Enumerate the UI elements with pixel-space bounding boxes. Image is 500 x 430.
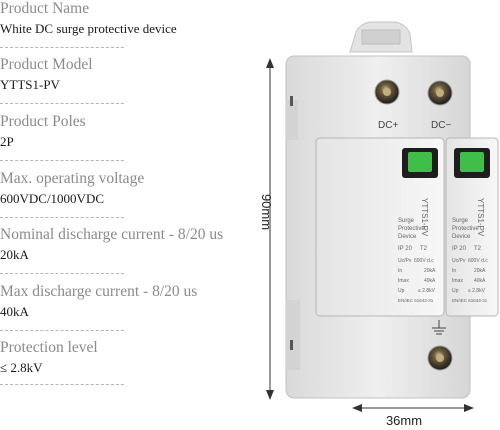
divider [0,330,124,331]
spec-value: 40kA [0,304,29,319]
spec-value: ≤ 2.8kV [0,360,43,375]
divider [0,47,124,48]
spec-value: YTTS1-PV [0,77,60,92]
module-imax-value: 40kA [474,278,486,284]
module-in-value: 20kA [424,268,436,274]
module-uc: Uc/Pv [452,258,466,264]
module-imax: Imax [452,278,463,284]
module-ip: IP 20 [398,246,413,252]
spec-value: White DC surge protective device [0,21,177,36]
status-indicator [408,152,432,172]
width-label: 36mm [386,413,422,428]
module-in-value: 20kA [474,268,486,274]
spec-label: Product Poles [0,113,86,130]
spec-label: Product Name [0,0,90,17]
module-type: T2 [474,246,482,252]
height-dimension [266,58,274,400]
spec-nominal-discharge-current: Nominal discharge current - 8/20 us 20kA [0,226,224,274]
module-up: Up [398,288,405,294]
module-standard: EN/IEC 61643-31 [452,298,488,303]
module-up-value: ≤ 2.8kV [418,288,436,294]
spec-value: 20kA [0,247,29,262]
module-brand: YTTS1-PV [476,198,485,237]
module-uc: Uc/Pv [398,258,412,264]
spec-value: 600VDC/1000VDC [0,191,105,206]
module-up-value: ≤ 2.8kV [468,288,486,294]
terminal-negative-label: DC− [431,120,451,131]
spec-product-poles: Product Poles 2P [0,113,128,161]
product-illustration: 90mm DC+ DC− YTTS1-PV Surge Protective D… [259,21,499,428]
status-indicator [460,152,484,172]
module-in: In [452,268,456,274]
spec-value: 2P [0,134,14,149]
divider [0,384,124,385]
spec-max-operating-voltage: Max. operating voltage 600VDC/1000VDC [0,170,145,218]
module-ip: IP 20 [452,246,467,252]
spec-max-discharge-current: Max discharge current - 8/20 us 40kA [0,283,198,331]
module-imax: Imax [398,278,409,284]
divider [0,160,124,161]
module-standard: EN/IEC 61643-31 [398,298,434,303]
terminal-positive-label: DC+ [378,120,398,131]
ground-icon [432,320,446,335]
spec-label: Nominal discharge current - 8/20 us [0,226,224,243]
height-label: 90mm [259,194,274,230]
width-dimension [352,404,474,412]
module-imax-value: 40kA [424,278,436,284]
surge-module: YTTS1-PV Surge Protective Device IP 20 T… [315,137,445,317]
module-uc-value: 600V d.c [414,258,434,264]
module-line1: Surge [452,218,469,224]
spec-label: Product Model [0,56,93,73]
divider [0,103,124,104]
surge-module: YTTS1-PV Surge Protective Device IP 20 T… [445,137,499,317]
module-up: Up [452,288,459,294]
divider [0,217,124,218]
module-line1: Surge [398,218,415,224]
module-line2: Protective [398,226,425,232]
spec-label: Max. operating voltage [0,170,145,187]
module-in: In [398,268,402,274]
divider [0,273,124,274]
spec-label: Protection level [0,339,98,356]
spec-label: Max discharge current - 8/20 us [0,283,198,300]
module-uc-value: 600V d.c [468,258,488,264]
module-line3: Device [452,234,471,240]
module-brand: YTTS1-PV [420,198,429,237]
module-type: T2 [420,246,428,252]
module-line2: Protective [452,226,479,232]
spec-product-model: Product Model YTTS1-PV [0,56,128,104]
module-line3: Device [398,234,417,240]
spec-product-name: Product Name White DC surge protective d… [0,0,177,48]
spec-protection-level: Protection level ≤ 2.8kV [0,339,128,385]
